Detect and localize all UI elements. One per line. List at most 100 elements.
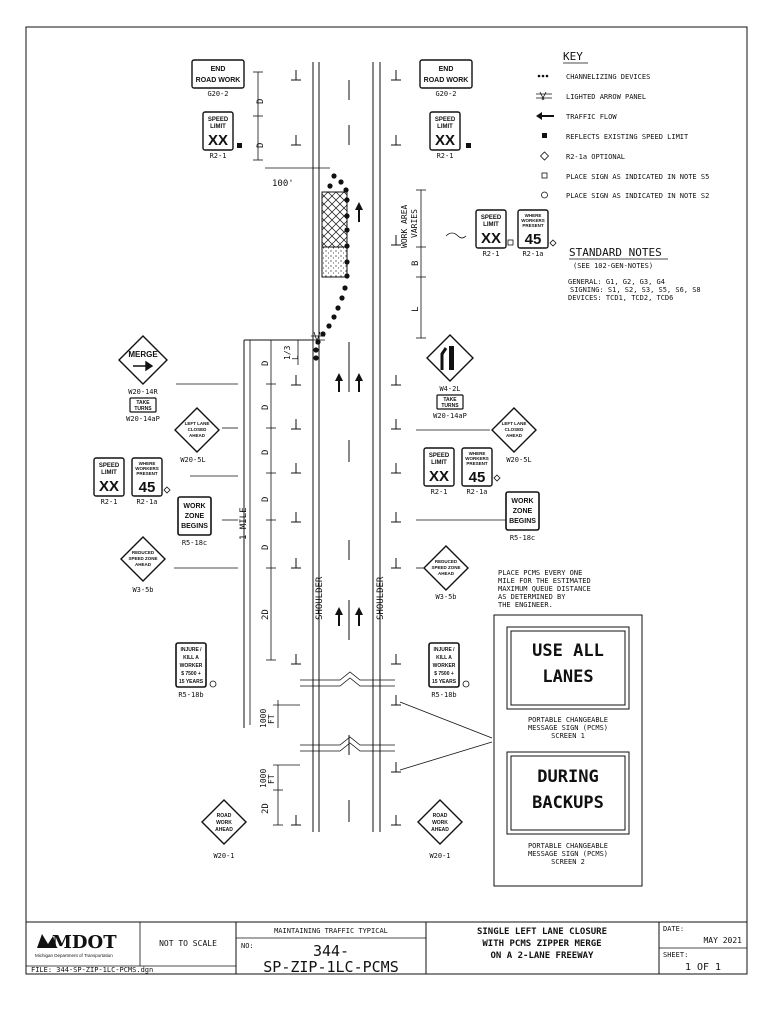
svg-text:AHEAD: AHEAD: [438, 571, 455, 576]
filled-square-icon: [466, 143, 471, 148]
svg-text:MERGE: MERGE: [128, 350, 158, 359]
sign-lane-ends: W4-2L: [426, 334, 474, 393]
svg-text:KILL A: KILL A: [183, 655, 199, 661]
svg-text:R5-18c: R5-18c: [182, 539, 207, 547]
svg-text:R2-1: R2-1: [431, 488, 448, 496]
svg-text:MAXIMUM QUEUE DISTANCE: MAXIMUM QUEUE DISTANCE: [498, 585, 591, 593]
file-name: FILE: 344-SP-ZIP-1LC-PCMS.dgn: [31, 966, 153, 974]
svg-text:W20-5L: W20-5L: [506, 456, 531, 464]
dim-ft: FT: [267, 774, 276, 784]
svg-text:REDUCED: REDUCED: [435, 559, 458, 564]
svg-text:Michigan Department of Transpo: Michigan Department of Transportation: [35, 953, 113, 958]
svg-text:WORKERS: WORKERS: [521, 218, 545, 223]
svg-text:G20-2: G20-2: [207, 90, 228, 98]
drawing-title-1: SINGLE LEFT LANE CLOSURE: [477, 927, 607, 937]
dim-d: D: [256, 99, 266, 104]
sign-road-work-ahead-right: ROAD WORK AHEAD W20-1: [417, 799, 463, 860]
svg-text:WORKER: WORKER: [180, 663, 203, 669]
svg-text:SPEED: SPEED: [429, 453, 450, 459]
sign-take-turns-left: TAKE TURNS W20-14aP: [126, 397, 160, 423]
svg-text:BEGINS: BEGINS: [509, 518, 536, 525]
svg-text:SPEED: SPEED: [435, 117, 456, 123]
shoulder-label-left: SHOULDER: [315, 576, 325, 620]
svg-text:XX: XX: [99, 478, 119, 495]
lighted-arrow-panel-icon: [311, 331, 325, 345]
svg-text:R2-1: R2-1: [483, 250, 500, 258]
dim-2d: 2D: [261, 609, 271, 620]
sign-reduced-speed-left: REDUCED SPEED ZONE AHEAD W3-5b: [120, 536, 166, 594]
svg-text:MDOT: MDOT: [52, 932, 117, 953]
work-area-label: WORK AREA: [400, 204, 409, 248]
drawing-no-label: NO:: [241, 942, 254, 950]
pcms-panel: USE ALL LANES PORTABLE CHANGEABLE MESSAG…: [493, 614, 643, 887]
sign-take-turns-right: TAKE TURNS W20-14aP: [433, 394, 467, 420]
svg-text:PLACE SIGN AS INDICATED IN NOT: PLACE SIGN AS INDICATED IN NOTE S5: [566, 173, 709, 181]
dim-l: L: [291, 355, 300, 360]
svg-text:TRAFFIC FLOW: TRAFFIC FLOW: [566, 113, 617, 121]
diamond-outline-icon: [549, 239, 557, 247]
svg-text:W3-5b: W3-5b: [435, 593, 456, 601]
svg-text:XX: XX: [429, 468, 449, 485]
sign-speed-limit-top-right: SPEED LIMIT XX R2-1: [429, 111, 471, 160]
svg-text:WHERE: WHERE: [469, 451, 486, 456]
svg-text:WORKER: WORKER: [433, 663, 456, 669]
svg-text:TAKE: TAKE: [136, 400, 150, 406]
svg-text:R5-18b: R5-18b: [178, 691, 203, 699]
svg-text:R5-18b: R5-18b: [431, 691, 456, 699]
svg-text:R2-1: R2-1: [101, 498, 118, 506]
channelizing-devices: [313, 173, 350, 361]
svg-text:G20-2: G20-2: [435, 90, 456, 98]
sheet-label: SHEET:: [663, 951, 688, 959]
svg-text:KILL A: KILL A: [436, 655, 452, 661]
svg-text:SPEED ZONE: SPEED ZONE: [128, 556, 157, 561]
open-circle-icon: [462, 680, 470, 688]
svg-text:R5-18c: R5-18c: [510, 534, 535, 542]
dim-b: B: [411, 261, 421, 266]
svg-text:WHERE: WHERE: [525, 213, 542, 218]
svg-text:15 YEARS: 15 YEARS: [179, 679, 204, 685]
dim-1000: 1000: [259, 769, 268, 788]
roadway: SHOULDER SHOULDER: [243, 62, 395, 832]
svg-text:SPEED: SPEED: [481, 215, 502, 221]
svg-text:R2-1a OPTIONAL: R2-1a OPTIONAL: [566, 153, 625, 161]
traffic-flow-arrows: [335, 202, 363, 626]
diamond-outline-icon: [163, 486, 171, 494]
drawing-title-3: ON A 2-LANE FREEWAY: [491, 951, 595, 961]
scale-note: NOT TO SCALE: [159, 939, 217, 948]
dimension-lines: D D WORK AREA VARIES B L 1/3 L D D D D D…: [239, 71, 426, 826]
svg-text:END: END: [211, 66, 226, 73]
svg-text:15 YEARS: 15 YEARS: [432, 679, 457, 685]
dim-third: 1/3: [283, 345, 292, 360]
svg-text:ROAD WORK: ROAD WORK: [196, 77, 241, 84]
svg-text:W20-1: W20-1: [429, 852, 450, 860]
work-area: 100': [265, 167, 348, 278]
svg-text:GENERAL: G1, G2, G3, G4: GENERAL: G1, G2, G3, G4: [568, 278, 665, 286]
svg-text:CHANNELIZING DEVICES: CHANNELIZING DEVICES: [566, 73, 650, 81]
svg-text:AHEAD: AHEAD: [431, 827, 449, 833]
sign-reduced-speed-right: REDUCED SPEED ZONE AHEAD W3-5b: [423, 545, 469, 601]
sign-speed-limit-work-area: SPEED LIMIT XX R2-1: [475, 209, 514, 258]
svg-text:WORKERS: WORKERS: [465, 456, 489, 461]
svg-text:PRESENT: PRESENT: [466, 461, 488, 466]
svg-text:R2-1a: R2-1a: [136, 498, 157, 506]
sign-left-lane-closed-left: LEFT LANE CLOSED AHEAD W20-5L: [174, 407, 220, 464]
dim-d: D: [261, 450, 271, 455]
sign-where-workers-work-area: WHERE WORKERS PRESENT 45 R2-1a: [517, 209, 557, 258]
svg-text:BEGINS: BEGINS: [181, 523, 208, 530]
svg-text:WHERE: WHERE: [139, 461, 156, 466]
svg-text:MESSAGE SIGN (PCMS): MESSAGE SIGN (PCMS): [528, 724, 608, 732]
mdot-logo: MDOT Michigan Department of Transportati…: [35, 932, 117, 958]
svg-text:SCREEN 1: SCREEN 1: [551, 732, 585, 740]
sign-left-lane-closed-right: LEFT LANE CLOSED AHEAD W20-5L: [491, 407, 537, 464]
svg-text:W3-5b: W3-5b: [132, 586, 153, 594]
svg-text:XX: XX: [208, 132, 228, 149]
pcms-screen1-line2: LANES: [542, 667, 593, 687]
diamond-outline-icon: [539, 151, 550, 161]
svg-text:XX: XX: [435, 132, 455, 149]
diamond-outline-icon: [493, 474, 501, 482]
pcms-placement-note: PLACE PCMS EVERY ONE MILE FOR THE ESTIMA…: [498, 569, 591, 609]
svg-text:DEVICES: TCD1, TCD2, TCD6: DEVICES: TCD1, TCD2, TCD6: [568, 294, 673, 302]
svg-text:CLOSED: CLOSED: [505, 427, 525, 432]
filled-square-icon: [542, 133, 547, 138]
dim-100ft: 100': [272, 179, 294, 189]
